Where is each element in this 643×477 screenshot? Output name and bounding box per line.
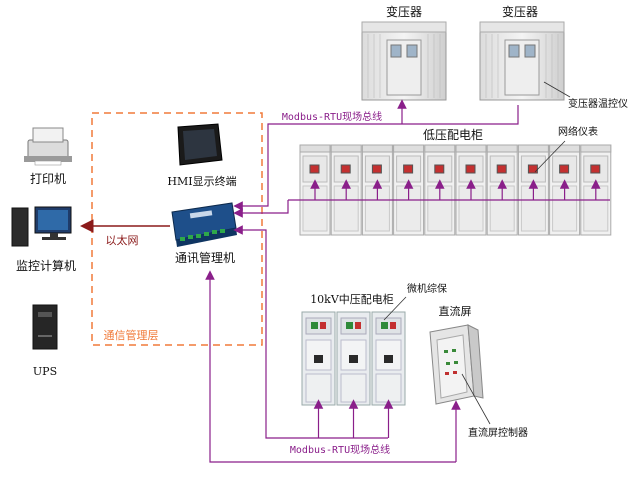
low-voltage-cabinet [299,144,331,236]
transformer-2-label: 变压器 [502,4,538,19]
transformer-1-label: 变压器 [386,4,422,19]
ethernet-label: 以太网 [106,234,139,247]
dc-panel-label: 直流屏 [439,304,472,318]
transformer-1 [361,21,447,101]
comm-manager-icon [171,202,237,247]
hmi-label: HMI显示终端 [167,174,236,188]
comm-manager-label: 通讯管理机 [175,250,235,265]
protection-label: 微机综保 [407,282,447,295]
ups-icon [32,304,58,350]
comm-layer-label: 通信管理层 [104,328,159,342]
mid-voltage-bus-taps [313,399,394,438]
mid-voltage-cabinet [301,311,336,406]
printer-label: 打印机 [30,172,66,186]
transformer-2 [479,21,565,101]
mid-voltage-cabinet-row [301,311,406,406]
low-voltage-cabinet [330,144,362,236]
printer-icon [24,127,72,166]
top-bus-lines [233,99,519,218]
monitor-pc-icon [11,206,72,247]
low-voltage-label: 低压配电柜 [423,128,483,142]
bottom-bus-lines [205,225,461,463]
hmi-terminal-icon [177,123,223,166]
ups-label: UPS [33,365,57,378]
mid-voltage-cabinet [336,311,371,406]
dc-panel-icon [429,324,484,405]
transformer-temp-label: 变压器温控仪 [568,97,628,110]
mid-voltage-cabinet [371,311,406,406]
dc-controller-label: 直流屏控制器 [468,426,528,439]
mid-voltage-label: 10kV中压配电柜 [310,293,394,306]
low-voltage-bus-taps [310,179,601,200]
network-meter-label: 网络仪表 [558,125,598,138]
bus-bottom-label: Modbus-RTU现场总线 [290,443,390,456]
monitor-pc-label: 监控计算机 [16,258,76,273]
bus-top-label: Modbus-RTU现场总线 [282,110,382,123]
